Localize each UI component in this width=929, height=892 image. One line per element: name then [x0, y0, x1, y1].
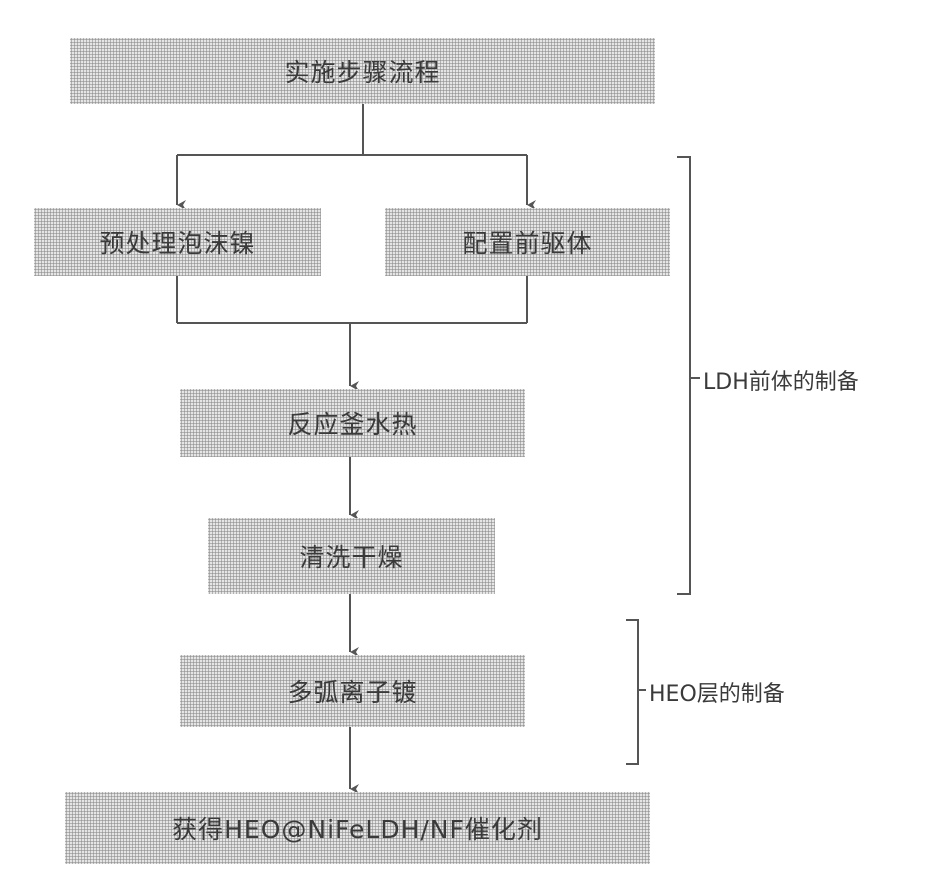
step-arc-plating: 多弧离子镀	[180, 655, 525, 727]
step-hydrothermal: 反应釜水热	[180, 389, 525, 457]
step-result: 获得HEO@NiFeLDH/NF催化剂	[65, 792, 650, 864]
step-title: 实施步骤流程	[70, 38, 655, 104]
heo-bracket	[626, 620, 638, 764]
group-label-heo: HEO层的制备	[649, 676, 785, 708]
group-label-ldh: LDH前体的制备	[703, 364, 859, 396]
step-wash-dry: 清洗干燥	[208, 518, 495, 594]
step-pretreat: 预处理泡沫镍	[34, 208, 321, 276]
step-precursor: 配置前驱体	[385, 208, 670, 276]
ldh-bracket	[677, 157, 690, 594]
